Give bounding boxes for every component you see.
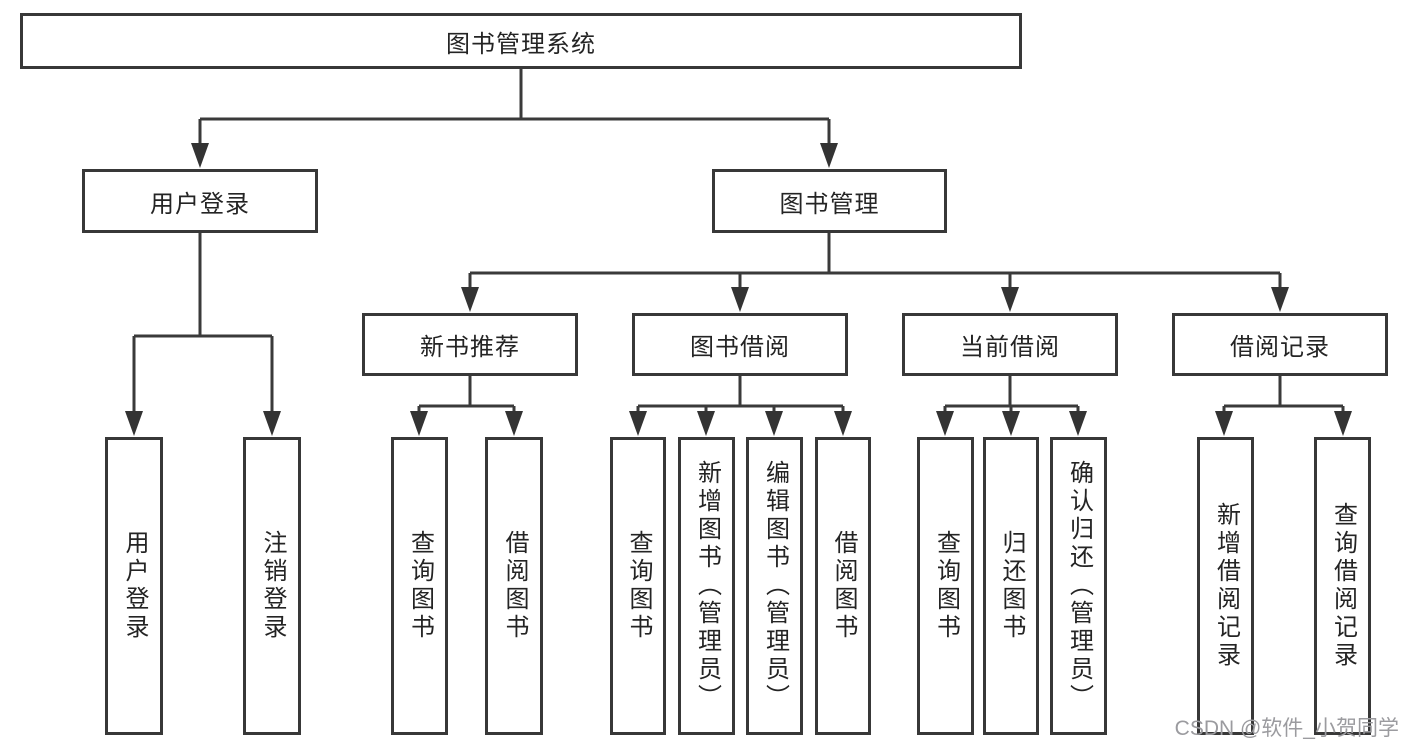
node-label: 用户登录 xyxy=(121,530,148,642)
arrowhead-icon xyxy=(410,411,428,436)
node-label: 借阅记录 xyxy=(1230,334,1330,361)
leaf-add-borrow-record: 新增借阅记录 xyxy=(1197,437,1254,735)
leaf-edit-books-admin: 编辑图书（管理员） xyxy=(746,437,803,735)
node-label: 借阅图书 xyxy=(501,530,528,642)
leaf-confirm-return-admin: 确认归还（管理员） xyxy=(1050,437,1107,735)
leaf-user-login: 用户登录 xyxy=(105,437,163,735)
arrowhead-icon xyxy=(731,287,749,312)
node-book-borrowing: 图书借阅 xyxy=(632,313,848,376)
arrowhead-icon xyxy=(1002,411,1020,436)
connector-currentborrow-to-leaves xyxy=(936,376,1087,436)
node-label: 确认归还（管理员） xyxy=(1065,460,1093,712)
arrowhead-icon xyxy=(697,411,715,436)
node-label: 归还图书 xyxy=(998,530,1025,642)
arrowhead-icon xyxy=(191,143,209,168)
arrowhead-icon xyxy=(765,411,783,436)
arrowhead-icon xyxy=(505,411,523,436)
arrowhead-icon xyxy=(834,411,852,436)
node-label: 图书管理 xyxy=(779,190,880,218)
connector-bookborrow-to-leaves xyxy=(629,376,852,436)
node-label: 查询图书 xyxy=(625,530,652,642)
node-label: 编辑图书（管理员） xyxy=(761,460,789,712)
node-library-management-system: 图书管理系统 xyxy=(20,13,1022,69)
leaf-logout: 注销登录 xyxy=(243,437,301,735)
arrowhead-icon xyxy=(461,287,479,312)
arrowhead-icon xyxy=(263,411,281,436)
arrowhead-icon xyxy=(1069,411,1087,436)
node-label: 新书推荐 xyxy=(420,334,520,361)
node-label: 注销登录 xyxy=(259,530,286,642)
node-label: 图书借阅 xyxy=(690,334,790,361)
leaf-query-books-recommendation: 查询图书 xyxy=(391,437,448,735)
node-label: 查询图书 xyxy=(406,530,434,642)
arrowhead-icon xyxy=(1215,411,1233,436)
node-label: 借阅图书 xyxy=(830,530,857,642)
leaf-query-books-borrowing: 查询图书 xyxy=(610,437,666,735)
node-label: 当前借阅 xyxy=(960,334,1060,361)
arrowhead-icon xyxy=(820,143,838,168)
leaf-add-books-admin: 新增图书（管理员） xyxy=(678,437,735,735)
connector-bookmgmt-to-level3 xyxy=(461,232,1289,312)
leaf-query-books-current: 查询图书 xyxy=(917,437,974,735)
node-label: 查询借阅记录 xyxy=(1329,502,1357,670)
arrowhead-icon xyxy=(1001,287,1019,312)
node-borrowing-records: 借阅记录 xyxy=(1172,313,1388,376)
node-new-book-recommendation: 新书推荐 xyxy=(362,313,578,376)
connector-userlogin-to-leaves xyxy=(125,233,281,436)
leaf-borrow-books: 借阅图书 xyxy=(815,437,871,735)
arrowhead-icon xyxy=(629,411,647,436)
arrowhead-icon xyxy=(1334,411,1352,436)
connector-root-to-level2 xyxy=(191,69,838,168)
arrowhead-icon xyxy=(1271,287,1289,312)
node-label: 新增图书（管理员） xyxy=(693,460,721,712)
csdn-watermark: CSDN @软件_小贺同学 xyxy=(1174,717,1399,740)
arrowhead-icon xyxy=(125,411,143,436)
node-label: 新增借阅记录 xyxy=(1212,502,1240,670)
leaf-borrow-books-recommendation: 借阅图书 xyxy=(485,437,543,735)
connector-newbookrec-to-leaves xyxy=(410,376,523,436)
leaf-return-books: 归还图书 xyxy=(983,437,1039,735)
arrowhead-icon xyxy=(936,411,954,436)
node-label: 查询图书 xyxy=(932,530,960,642)
node-current-borrowing: 当前借阅 xyxy=(902,313,1118,376)
node-user-login: 用户登录 xyxy=(82,169,318,233)
node-label: 图书管理系统 xyxy=(446,30,596,58)
leaf-query-borrow-record: 查询借阅记录 xyxy=(1314,437,1371,735)
node-label: 用户登录 xyxy=(150,190,250,218)
node-book-management: 图书管理 xyxy=(712,169,947,233)
connector-borrowrecords-to-leaves xyxy=(1215,376,1352,436)
